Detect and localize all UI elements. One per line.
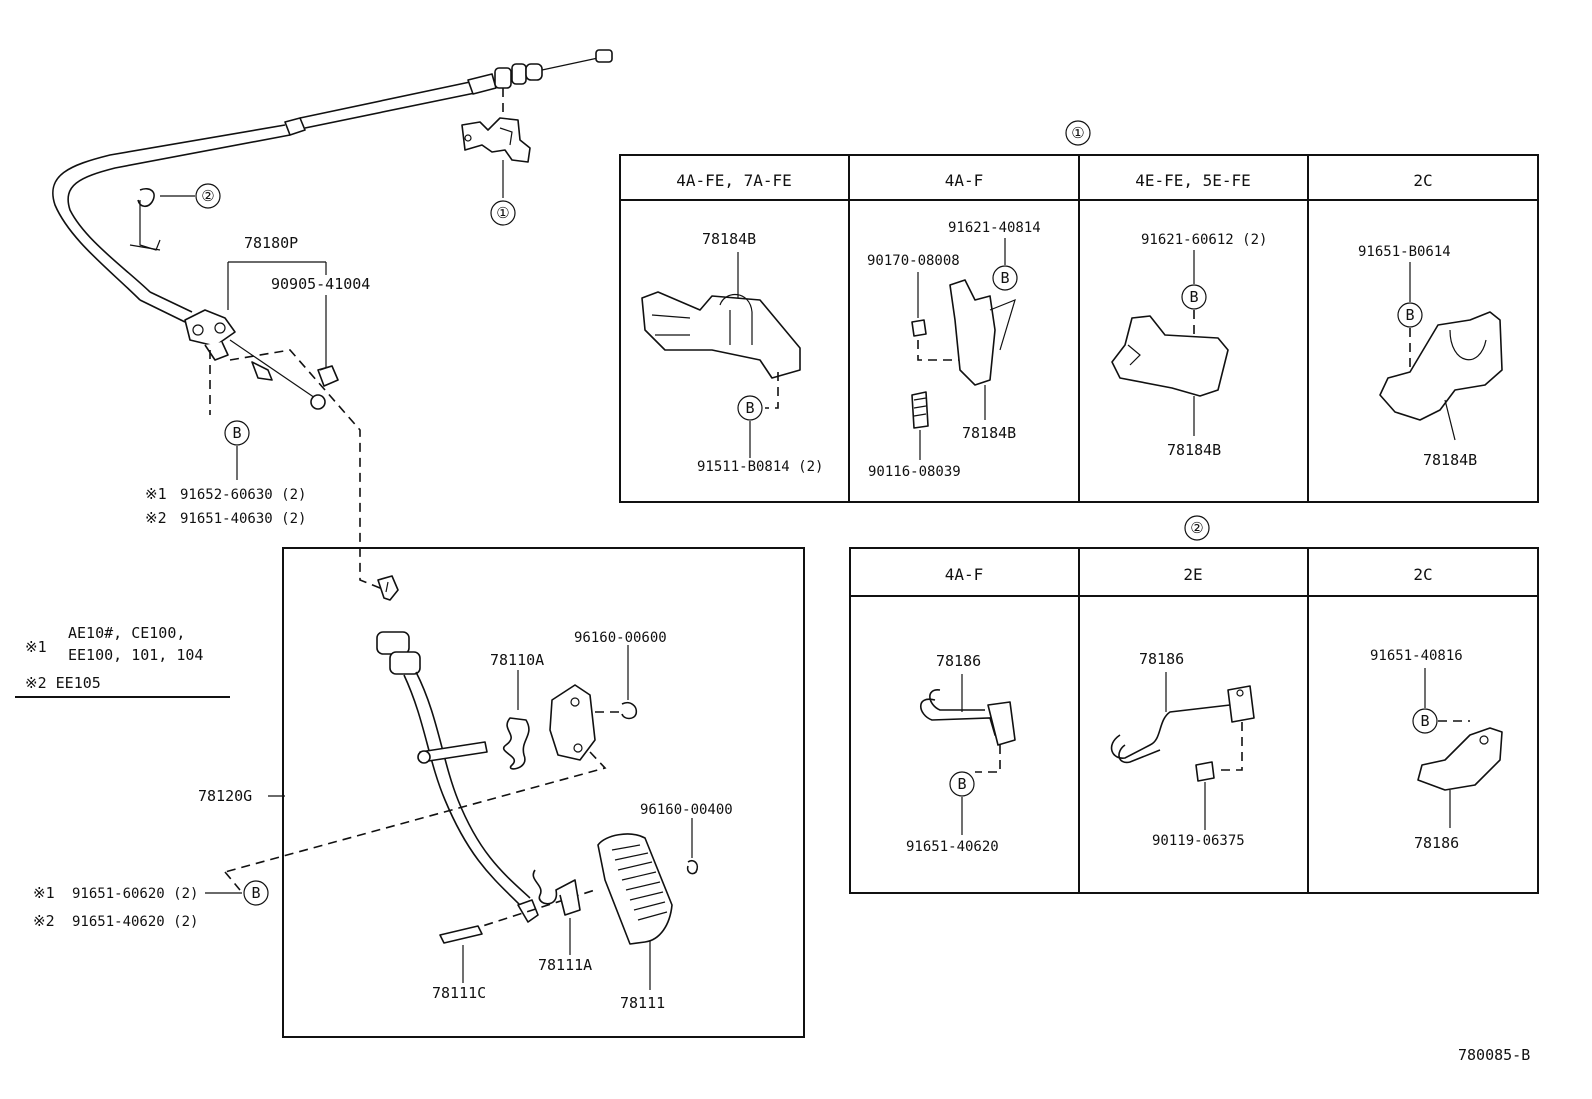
part-90905-41004: 90905-41004 <box>271 275 370 293</box>
part-78111: 78111 <box>620 994 665 1012</box>
pedal-note2-mark: ※2 <box>33 912 55 930</box>
pedal-callout-b: B <box>251 884 260 902</box>
throttle-bracket <box>461 88 531 198</box>
note1-part: 91652-60630 (2) <box>180 487 306 503</box>
top-left-labels: ① ② 78180P 90905-41004 B ※1 91652-60630 … <box>145 183 516 527</box>
table1-callout: ① <box>1071 124 1084 142</box>
table2-header-2: 2E <box>1183 565 1202 584</box>
t2c3-top: 91651-40816 <box>1370 648 1463 664</box>
note2-mark: ※2 <box>145 509 167 527</box>
table2-callout: ② <box>1190 519 1203 537</box>
table1-header-4: 2C <box>1413 171 1432 190</box>
part-96160-00400: 96160-00400 <box>640 802 733 818</box>
t2c2-top: 78186 <box>1139 650 1184 668</box>
t1c1-b: B <box>745 399 754 417</box>
callout-1-label: ① <box>496 204 509 222</box>
t1c2-d: 78184B <box>962 424 1016 442</box>
t1c2-c: 90170-08008 <box>867 253 960 269</box>
callout-2-label: ② <box>201 187 214 205</box>
variant-table-2: ② 4A-F 2E 2C 78186 B 91651-40620 78186 9… <box>849 515 1539 894</box>
part-96160-00600: 96160-00600 <box>574 630 667 646</box>
t2c1-top: 78186 <box>936 652 981 670</box>
t1c3-bottom: 78184B <box>1167 441 1221 459</box>
note1-mark: ※1 <box>145 485 167 503</box>
t1c4-bottom: 78184B <box>1423 451 1477 469</box>
part-78110A: 78110A <box>490 651 544 669</box>
t2c1-b: B <box>957 775 966 793</box>
t2c1-bottom: 91651-40620 <box>906 839 999 855</box>
pedal-assembly: 78120G 78110A 96160-00600 96160-00400 78… <box>33 547 805 1038</box>
callout-b-label: B <box>232 424 241 442</box>
table1-header-3: 4E-FE, 5E-FE <box>1135 171 1251 190</box>
t1c2-a: 91621-40814 <box>948 220 1041 236</box>
part-78120G: 78120G <box>198 787 252 805</box>
part-78111A: 78111A <box>538 956 592 974</box>
legend-line1-mark: ※1 <box>25 638 47 656</box>
table1-header-2: 4A-F <box>945 171 984 190</box>
t1c3-top: 91621-60612 (2) <box>1141 232 1267 248</box>
pedal-note1-mark: ※1 <box>33 884 55 902</box>
table2-header-3: 2C <box>1413 565 1432 584</box>
diagram-code: 780085-B <box>1458 1046 1530 1064</box>
t1c4-b: B <box>1405 306 1414 324</box>
t2c2-bottom: 90119-06375 <box>1152 833 1245 849</box>
cable-clip <box>129 187 195 251</box>
t1c1-bottom: 91511-B0814 (2) <box>697 459 823 475</box>
legend: ※1 AE10#, CE100, EE100, 101, 104 ※2 EE10… <box>15 624 230 698</box>
table2-header-1: 4A-F <box>945 565 984 584</box>
t2c3-b: B <box>1420 712 1429 730</box>
t1c1-top: 78184B <box>702 230 756 248</box>
table1-header-1: 4A-FE, 7A-FE <box>676 171 792 190</box>
variant-table-1: ① 4A-FE, 7A-FE 4A-F 4E-FE, 5E-FE 2C 7818… <box>619 120 1539 503</box>
pedal-note1-part: 91651-60620 (2) <box>72 886 198 902</box>
part-78111C: 78111C <box>432 984 486 1002</box>
t1c2-b: B <box>1000 269 1009 287</box>
pedal-note2-part: 91651-40620 (2) <box>72 914 198 930</box>
legend-line1a: AE10#, CE100, <box>68 624 185 642</box>
t1c2-e: 90116-08039 <box>868 464 961 480</box>
t1c3-b: B <box>1189 288 1198 306</box>
accelerator-cable <box>52 49 613 591</box>
t1c4-top: 91651-B0614 <box>1358 244 1451 260</box>
legend-line1b: EE100, 101, 104 <box>68 646 203 664</box>
part-78180P: 78180P <box>244 234 298 252</box>
t2c3-bottom: 78186 <box>1414 834 1459 852</box>
note2-part: 91651-40630 (2) <box>180 511 306 527</box>
legend-line2: ※2 EE105 <box>25 674 101 692</box>
